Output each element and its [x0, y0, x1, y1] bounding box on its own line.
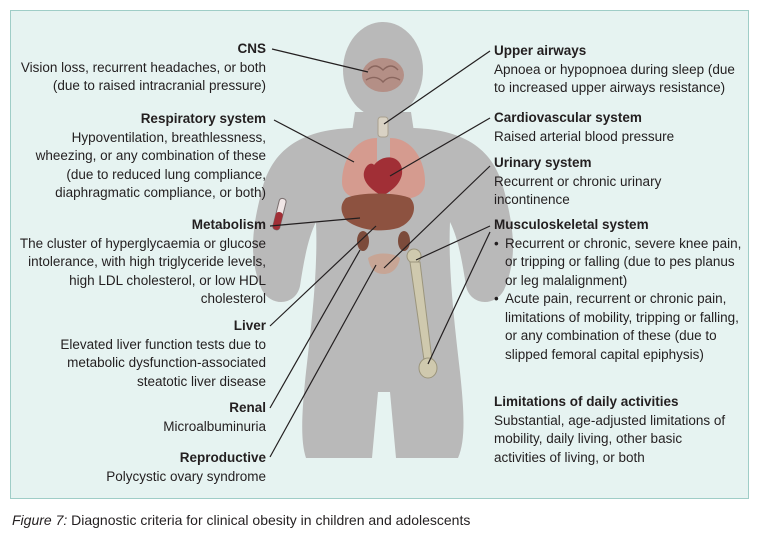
label-urinary: Urinary system Recurrent or chronic urin… [494, 154, 694, 210]
label-cardiovascular: Cardiovascular system Raised arterial bl… [494, 109, 742, 146]
label-desc: Substantial, age-adjusted limitations of… [494, 412, 726, 465]
label-upper-airways: Upper airways Apnoea or hypopnoea during… [494, 42, 742, 98]
label-daily-activities: Limitations of daily activities Substant… [494, 393, 734, 467]
label-title: Reproductive [179, 450, 266, 465]
label-desc: Vision loss, recurrent headaches, or bot… [20, 59, 266, 94]
label-renal: Renal Microalbuminuria [16, 399, 266, 436]
bullet-item: Recurrent or chronic, severe knee pain, … [494, 235, 746, 291]
heart-icon [363, 157, 403, 196]
caption-text: Diagnostic criteria for clinical obesity… [71, 512, 471, 528]
pelvis-icon [368, 253, 400, 274]
label-desc: Polycystic ovary syndrome [106, 468, 266, 484]
label-title: Metabolism [191, 217, 266, 232]
label-desc: Hypoventilation, breathlessness, wheezin… [35, 129, 266, 201]
label-desc: Raised arterial blood pressure [494, 128, 675, 144]
label-desc: Apnoea or hypopnoea during sleep (due to… [494, 61, 735, 96]
bullet-item: Acute pain, recurrent or chronic pain, l… [494, 290, 746, 364]
trachea-icon [377, 116, 389, 138]
label-desc: Elevated liver function tests due to met… [60, 336, 266, 389]
label-metabolism: Metabolism The cluster of hyperglycaemia… [16, 216, 266, 309]
label-cns: CNS Vision loss, recurrent headaches, or… [16, 40, 266, 96]
label-title: Urinary system [494, 155, 592, 170]
label-title: Musculoskeletal system [494, 217, 649, 232]
label-reproductive: Reproductive Polycystic ovary syndrome [16, 449, 266, 486]
bullet-list: Recurrent or chronic, severe knee pain, … [494, 235, 746, 365]
label-title: Cardiovascular system [494, 110, 642, 125]
label-title: Liver [233, 318, 266, 333]
brain-icon [362, 58, 404, 92]
label-liver: Liver Elevated liver function tests due … [16, 317, 266, 391]
label-desc: Recurrent or chronic urinary incontinenc… [494, 173, 662, 208]
label-desc: Microalbuminuria [163, 418, 266, 434]
leader-lines [269, 48, 491, 458]
figure-caption: Figure 7: Diagnostic criteria for clinic… [12, 512, 470, 528]
liver-icon [341, 193, 414, 231]
label-desc: The cluster of hyperglycaemia or glucose… [19, 235, 266, 307]
label-title: Limitations of daily activities [494, 394, 679, 409]
label-title: Renal [229, 400, 266, 415]
label-title: Respiratory system [140, 111, 266, 126]
femur-icon [406, 248, 438, 379]
caption-figure-number: Figure 7: [12, 512, 68, 528]
label-respiratory: Respiratory system Hypoventilation, brea… [16, 110, 266, 203]
label-title: Upper airways [494, 43, 587, 58]
label-musculoskeletal: Musculoskeletal system Recurrent or chro… [494, 216, 746, 364]
label-title: CNS [237, 41, 266, 56]
